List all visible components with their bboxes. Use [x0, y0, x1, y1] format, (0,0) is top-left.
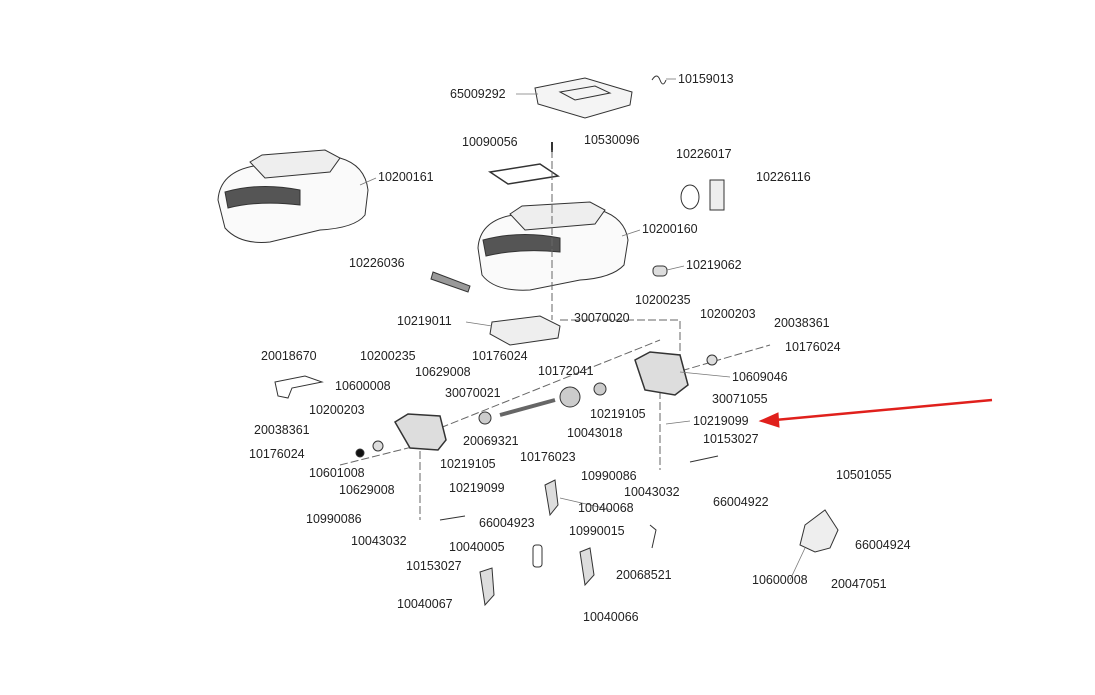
part-label: 10172041: [538, 364, 594, 378]
latch-part: [479, 567, 495, 607]
part-label: 10040068: [578, 501, 634, 515]
part-label: 10226036: [349, 256, 405, 270]
part-label: 10040067: [397, 597, 453, 611]
clip-part: [649, 524, 657, 549]
part-label: 30070020: [574, 311, 630, 325]
part-label: 10090056: [462, 135, 518, 149]
part-label: 65009292: [450, 87, 506, 101]
bracket-part: [799, 509, 839, 553]
part-label: 10530096: [584, 133, 640, 147]
console-cover-left: [217, 149, 369, 243]
badge-part: [430, 271, 471, 293]
part-label: 10176024: [785, 340, 841, 354]
part-label: 66004922: [713, 495, 769, 509]
latch-part: [544, 479, 559, 517]
part-label: 10200235: [360, 349, 416, 363]
part-label: 10176023: [520, 450, 576, 464]
plunger-part: [532, 544, 543, 568]
part-label: 10200203: [700, 307, 756, 321]
part-label: 20068521: [616, 568, 672, 582]
part-label: 10990086: [581, 469, 637, 483]
part-label: 10501055: [836, 468, 892, 482]
part-label: 20038361: [254, 423, 310, 437]
part-label: 10200161: [378, 170, 434, 184]
bushing-left: [372, 440, 384, 452]
tray-part: [489, 315, 561, 346]
part-label: 10219105: [440, 457, 496, 471]
part-label: 10600008: [752, 573, 808, 587]
gear-part: [559, 386, 581, 408]
console-cover-center: [477, 201, 629, 291]
spring-part: [651, 75, 667, 85]
part-label: 10629008: [339, 483, 395, 497]
part-label: 10040066: [583, 610, 639, 624]
part-label: 10200235: [635, 293, 691, 307]
part-label: 10043032: [351, 534, 407, 548]
part-label: 10219011: [397, 314, 452, 328]
bushing-part: [652, 265, 668, 277]
part-label: 10043018: [567, 426, 623, 440]
part-label: 10990086: [306, 512, 362, 526]
part-label: 66004923: [479, 516, 535, 530]
part-label: 30070021: [445, 386, 501, 400]
housing-right: [634, 351, 689, 396]
part-label: 10219099: [449, 481, 505, 495]
bushing-right: [706, 354, 718, 366]
wire-part: [689, 455, 719, 463]
washer-part: [680, 184, 700, 210]
highlight-arrow: [758, 398, 993, 428]
part-label: 10219105: [590, 407, 646, 421]
part-label: 10040005: [449, 540, 505, 554]
part-label: 10200160: [642, 222, 698, 236]
lid-part: [534, 77, 633, 119]
shaft-part: [499, 398, 556, 417]
latch-part: [579, 547, 595, 587]
part-label: 10200203: [309, 403, 365, 417]
wire-part-left: [439, 515, 466, 521]
leader-lines: [359, 78, 806, 581]
pad-part: [274, 375, 324, 399]
part-label: 10629008: [415, 365, 471, 379]
part-label: 10600008: [335, 379, 391, 393]
gasket-part: [487, 163, 561, 185]
part-label: 10219062: [686, 258, 742, 272]
highlighted-part-label: 10219099: [693, 414, 749, 428]
gear-small-part-left: [478, 411, 492, 425]
part-label: 20047051: [831, 577, 887, 591]
part-label: 10226017: [676, 147, 732, 161]
part-label: 20038361: [774, 316, 830, 330]
part-label: 10176024: [472, 349, 528, 363]
part-label: 20069321: [463, 434, 519, 448]
assembly-lines: [339, 150, 771, 520]
part-label: 10159013: [678, 72, 734, 86]
part-label: 10176024: [249, 447, 305, 461]
housing-left: [393, 413, 447, 451]
part-label: 66004924: [855, 538, 911, 552]
label-part: [709, 179, 725, 211]
part-label: 10153027: [406, 559, 462, 573]
part-label: 30071055: [712, 392, 768, 406]
part-label: 10043032: [624, 485, 680, 499]
part-label: 10601008: [309, 466, 365, 480]
ring-part: [355, 448, 365, 458]
part-label: 10153027: [703, 432, 759, 446]
part-label: 10990015: [569, 524, 625, 538]
part-label: 20018670: [261, 349, 317, 363]
part-label: 10609046: [732, 370, 788, 384]
gear-small-part: [593, 382, 607, 396]
part-label: 10226116: [756, 170, 811, 184]
